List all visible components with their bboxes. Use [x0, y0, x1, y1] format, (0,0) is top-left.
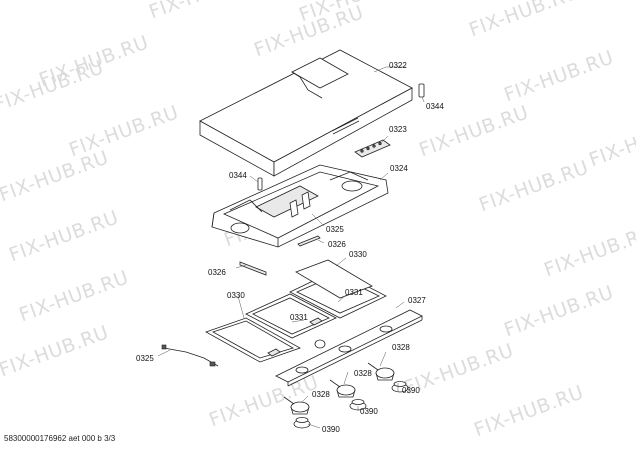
part-label-0328: 0328 [312, 390, 330, 399]
part-label-0331: 0331 [345, 288, 363, 297]
grease-filters-drawing [205, 259, 387, 363]
hood-body-drawing [211, 164, 389, 248]
part-label-0330: 0330 [227, 291, 245, 300]
lamp-holder-drawing [283, 362, 395, 415]
part-label-0326: 0326 [328, 240, 346, 249]
part-label-0330: 0330 [349, 250, 367, 259]
part-label-0390: 0390 [402, 386, 420, 395]
part-label-0324: 0324 [390, 164, 408, 173]
part-label-0331: 0331 [290, 313, 308, 322]
cable-drawing [161, 344, 219, 367]
part-label-0328: 0328 [354, 369, 372, 378]
document-reference: 58300000176962 aet 000 b 3/3 [4, 434, 116, 443]
control-strip-drawing [354, 139, 391, 158]
clip-drawing [418, 83, 425, 98]
part-label-0390: 0390 [322, 425, 340, 434]
clip-drawing [257, 177, 263, 191]
part-label-0327: 0327 [408, 296, 426, 305]
light-panel-drawing [275, 309, 423, 387]
upper-cover-drawing [199, 49, 413, 177]
clamp-drawing [297, 235, 321, 247]
part-label-0344: 0344 [229, 171, 247, 180]
part-label-0322: 0322 [389, 61, 407, 70]
part-label-0325: 0325 [136, 354, 154, 363]
part-label-0326: 0326 [208, 268, 226, 277]
part-label-0390: 0390 [360, 407, 378, 416]
leader-lines [157, 66, 425, 429]
part-label-0344: 0344 [426, 102, 444, 111]
clamp-drawing [239, 261, 267, 276]
part-label-0323: 0323 [389, 125, 407, 134]
part-label-0328: 0328 [392, 343, 410, 352]
part-label-0325: 0325 [326, 225, 344, 234]
